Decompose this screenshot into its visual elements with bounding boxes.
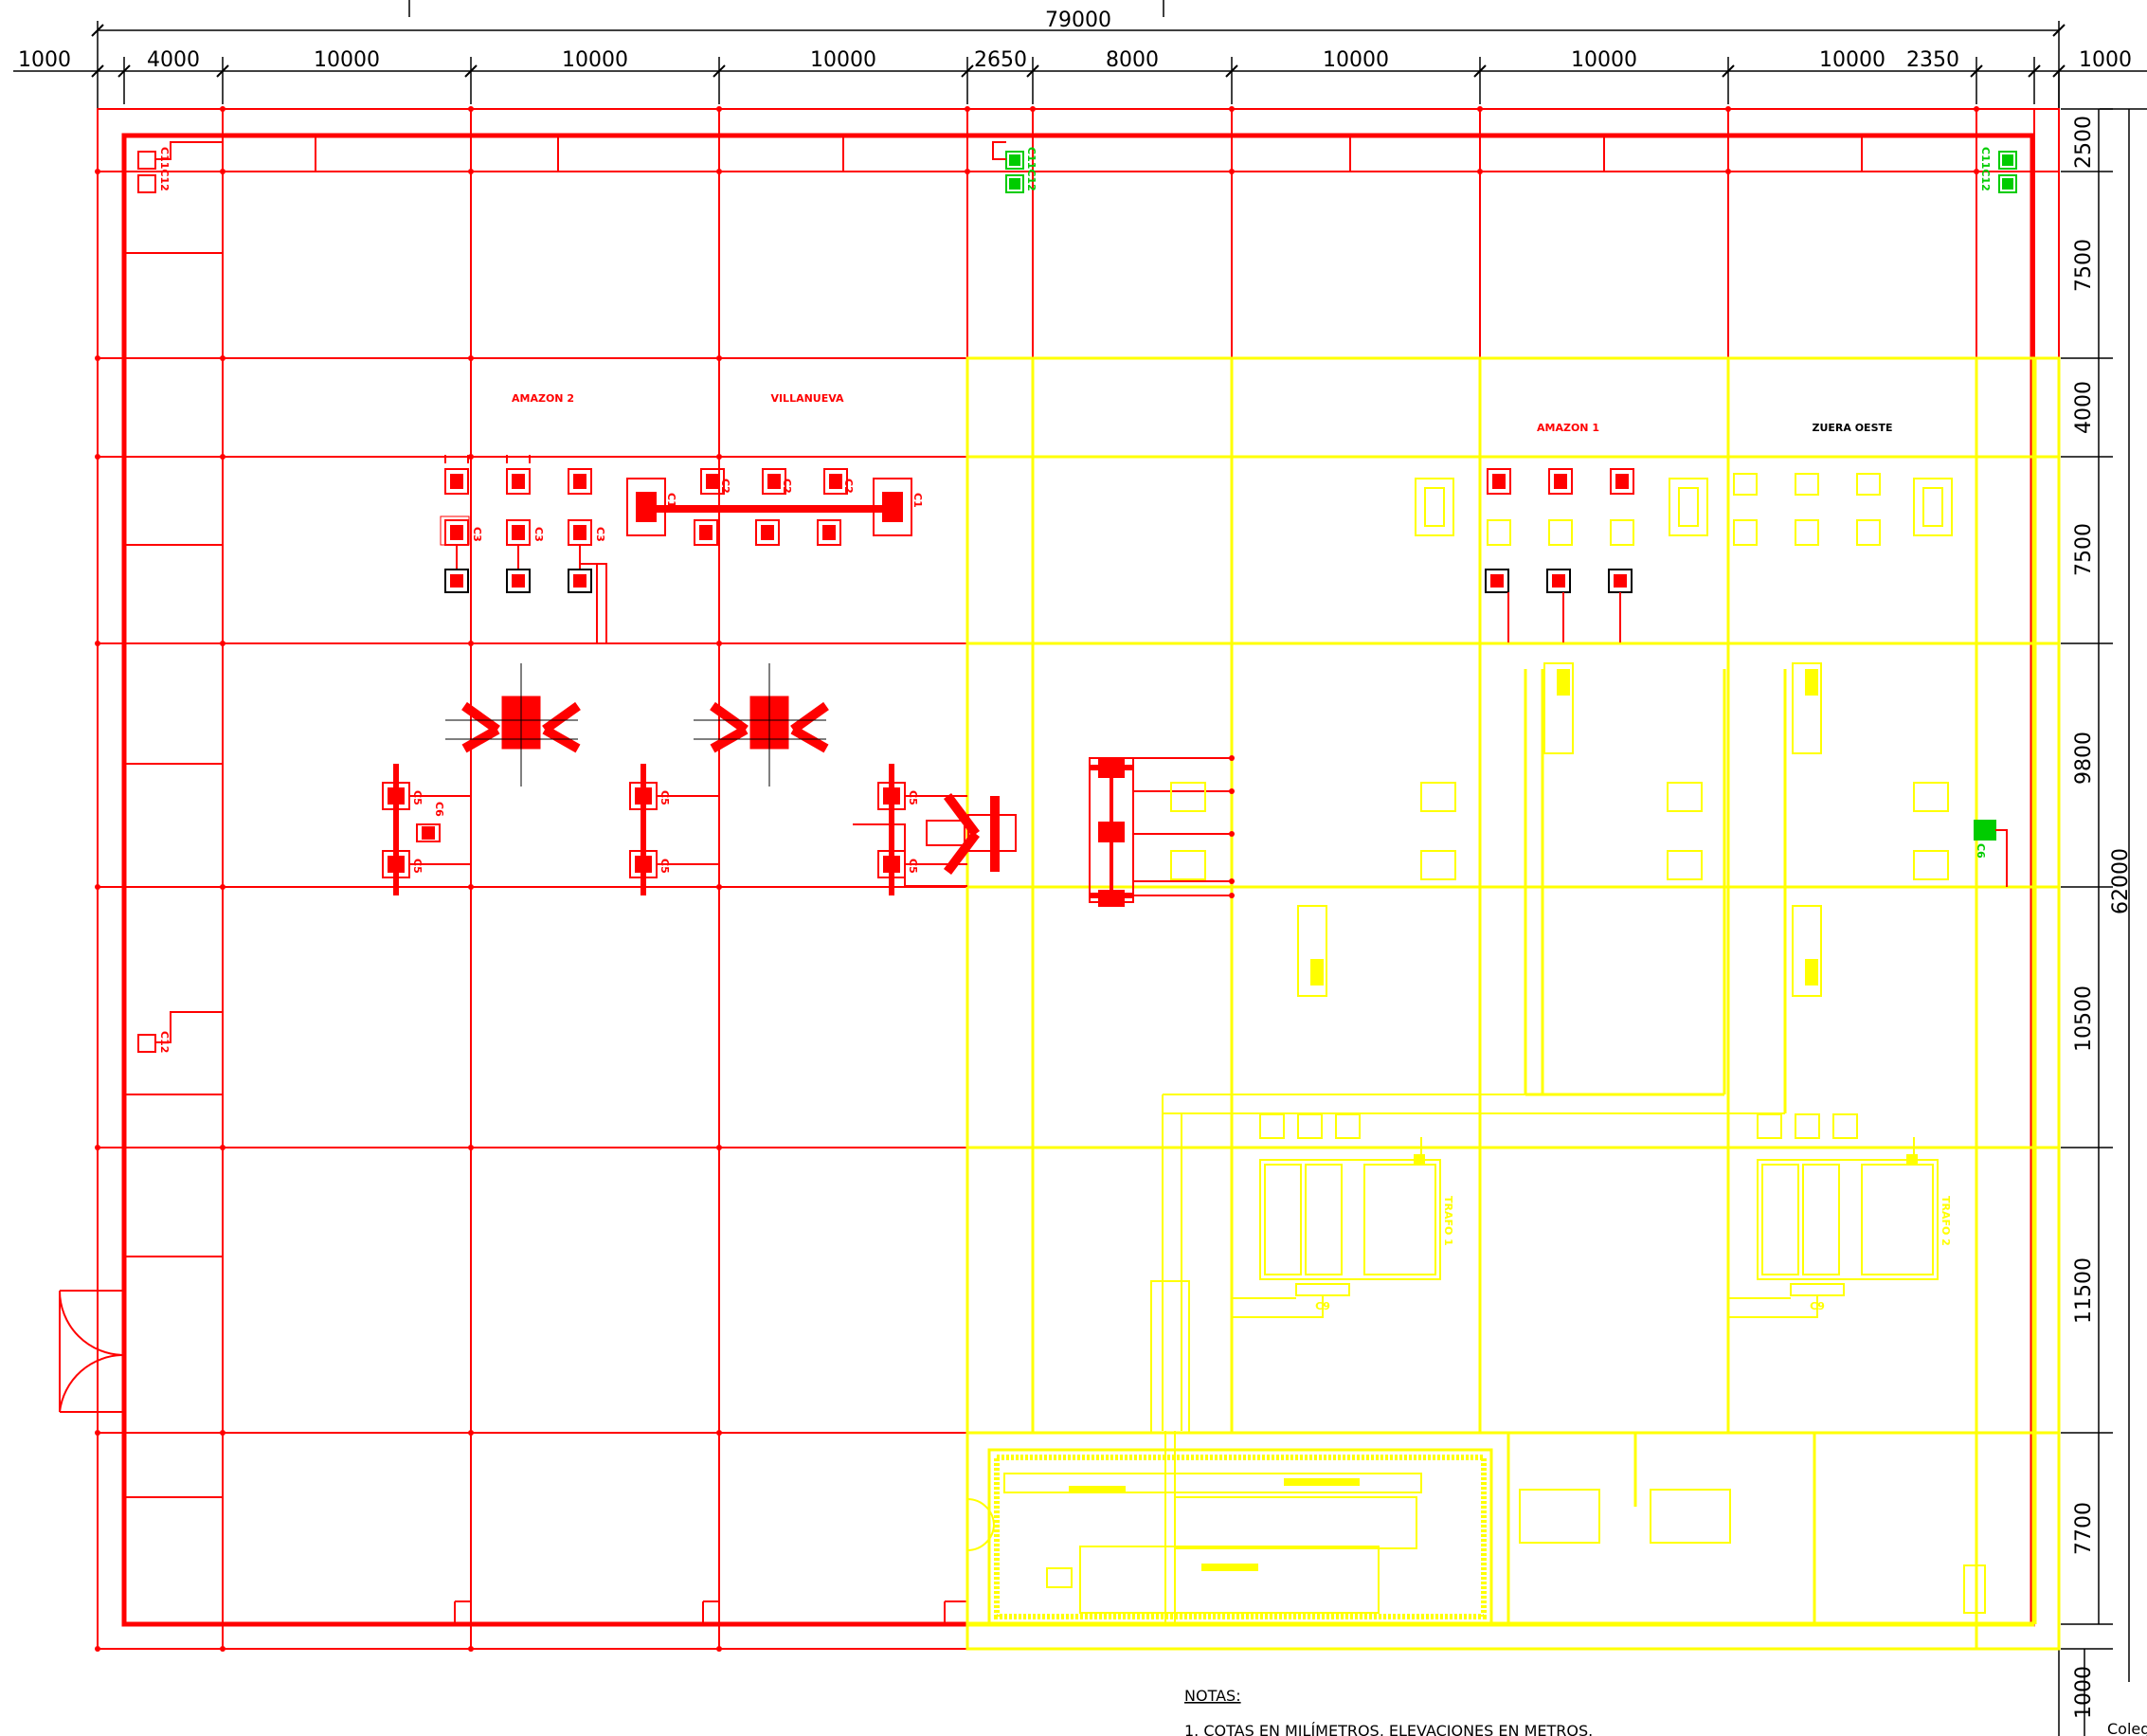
label-c9-a: C9: [1315, 1300, 1330, 1312]
right-dim-6: 10500: [2072, 986, 2096, 1052]
label-c12: C12: [158, 1031, 171, 1053]
label-c6-red: C6: [433, 802, 445, 817]
label-trafo1: TRAFO 1: [1442, 1196, 1454, 1246]
right-dim-4: 7500: [2072, 523, 2096, 576]
margin-left-dim: 1000: [18, 48, 71, 72]
label-c9-b: C9: [1810, 1300, 1825, 1312]
right-dim-8: 7700: [2072, 1502, 2096, 1555]
top-dim-9: 10000: [1819, 48, 1885, 72]
top-dim-1: 4000: [147, 48, 200, 72]
red-small-units: [137, 141, 1006, 1053]
label-c3-a: C3: [471, 527, 483, 542]
label-amazon2: AMAZON 2: [512, 392, 574, 405]
label-amazon1: AMAZON 1: [1537, 422, 1599, 434]
label-c11c12-mid: C11C12: [1025, 147, 1037, 191]
red-grid-nodes: [95, 106, 1979, 1652]
label-c2-b: C2: [781, 479, 793, 494]
label-c2-c: C2: [842, 479, 855, 494]
notes-title: NOTAS:: [1184, 1687, 1241, 1705]
edge-text: Coleg: [2107, 1720, 2147, 1736]
red-zone-structure: [59, 108, 2060, 1650]
label-c3-c: C3: [594, 527, 606, 542]
red-equipment: [382, 455, 1232, 907]
yellow-fills: [1069, 669, 1918, 1571]
green-units: [1005, 151, 2017, 887]
right-dim-5: 9800: [2072, 732, 2096, 785]
notes-item-1: 1. COTAS EN MILÍMETROS, ELEVACIONES EN M…: [1184, 1722, 1593, 1736]
right-dim-1: 2500: [2072, 116, 2096, 169]
label-c5-f: C5: [907, 859, 919, 874]
right-dim-3: 4000: [2072, 381, 2096, 434]
top-dim-3: 10000: [562, 48, 628, 72]
top-dim-10: 2350: [1906, 48, 1959, 72]
top-dim-7: 10000: [1323, 48, 1389, 72]
yellow-equipment: [966, 473, 1986, 1626]
label-c5-a: C5: [411, 790, 424, 805]
zone-labels: AMAZON 2 VILLANUEVA AMAZON 1 ZUERA OESTE: [512, 392, 1893, 434]
red-black-cells: [444, 569, 1633, 593]
equipment-labels: C1 C1 C2 C2 C2 C3 C3 C3 C5 C5 C5 C5 C5 C…: [158, 147, 1992, 1312]
amazon1-red-units: [1487, 468, 1634, 642]
overall-width-dim: 79000: [1045, 9, 1111, 32]
label-c5-c: C5: [659, 790, 671, 805]
top-dim-8: 10000: [1571, 48, 1637, 72]
label-c11c12-right: C11C12: [1979, 147, 1992, 191]
top-dim-5: 2650: [974, 48, 1027, 72]
dimension-ticks: [91, 24, 2066, 78]
label-c2-a: C2: [719, 479, 731, 494]
label-zuera-oeste: ZUERA OESTE: [1812, 422, 1892, 434]
label-trafo2: TRAFO 2: [1940, 1196, 1952, 1246]
margin-bottom-dim: 1000: [2072, 1666, 2096, 1719]
red-breaker-clusters: [445, 663, 1017, 875]
label-c3-b: C3: [532, 527, 545, 542]
top-dim-6: 8000: [1106, 48, 1159, 72]
right-dim-7: 11500: [2072, 1257, 2096, 1324]
label-c5-b: C5: [411, 859, 424, 874]
label-c5-e: C5: [907, 790, 919, 805]
label-c6-green: C6: [1975, 843, 1987, 859]
overall-height-dim: 62000: [2109, 848, 2133, 914]
dimension-lines: [13, 0, 2147, 1736]
label-villanueva: VILLANUEVA: [770, 392, 844, 405]
margin-right-dim: 1000: [2079, 48, 2132, 72]
right-dim-2: 7500: [2072, 239, 2096, 292]
top-dim-2: 10000: [314, 48, 380, 72]
label-c1-right: C1: [911, 493, 924, 508]
label-c1-left: C1: [665, 493, 677, 508]
top-dim-4: 10000: [810, 48, 876, 72]
label-c5-d: C5: [659, 859, 671, 874]
label-c11c12-left: C11C12: [158, 147, 171, 191]
